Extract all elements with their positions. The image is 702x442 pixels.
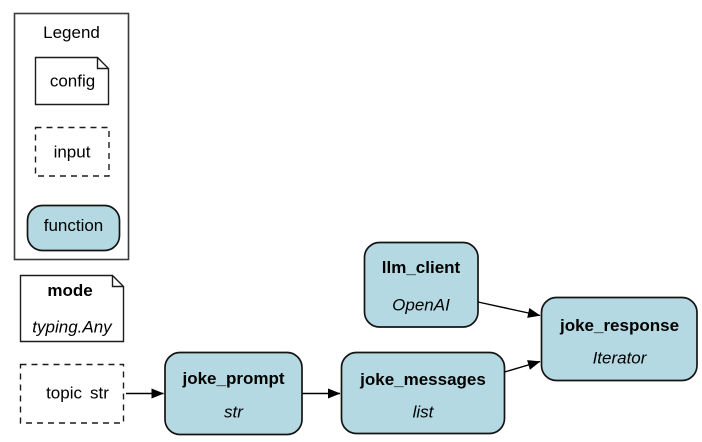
topic-shape	[19, 363, 125, 424]
node-joke-response: joke_response Iterator	[540, 296, 698, 382]
joke-prompt-type: str	[224, 403, 244, 422]
llm-client-name: llm_client	[382, 258, 461, 277]
edges	[126, 301, 541, 399]
node-joke-messages: joke_messages list	[340, 351, 506, 435]
edge-llm-client-to-joke-response	[477, 301, 541, 318]
legend-input-shape	[34, 126, 110, 177]
topic-name: topic	[46, 384, 82, 403]
legend-title: Legend	[43, 23, 100, 42]
joke-response-shape	[540, 296, 698, 382]
edge-joke-messages-to-joke-response	[504, 360, 541, 373]
llm-client-type: OpenAI	[392, 296, 450, 315]
legend-config-label: config	[50, 72, 95, 91]
joke-prompt-shape	[164, 351, 303, 436]
legend-function-label: function	[44, 216, 104, 235]
topic-type: str	[90, 384, 109, 403]
joke-response-type: Iterator	[593, 349, 648, 368]
joke-prompt-name: joke_prompt	[181, 369, 284, 388]
llm-client-shape	[363, 241, 479, 328]
legend-function-shape	[26, 204, 121, 252]
joke-messages-type: list	[413, 403, 435, 422]
mode-note-fold	[111, 275, 124, 288]
legend: Legend config input function	[13, 12, 130, 261]
joke-messages-shape	[340, 351, 506, 435]
mode-note-shape	[19, 274, 125, 343]
node-mode: mode typing.Any	[19, 274, 125, 343]
legend-config-note-shape	[34, 56, 110, 106]
node-joke-prompt: joke_prompt str	[164, 351, 303, 436]
mode-type: typing.Any	[32, 318, 113, 337]
joke-messages-name: joke_messages	[359, 370, 486, 389]
legend-input-label: input	[54, 143, 91, 162]
mode-name: mode	[47, 281, 92, 300]
legend-config-note-fold	[96, 57, 109, 70]
node-topic: topic str	[19, 363, 125, 424]
node-llm-client: llm_client OpenAI	[363, 241, 479, 328]
joke-response-name: joke_response	[559, 316, 679, 335]
